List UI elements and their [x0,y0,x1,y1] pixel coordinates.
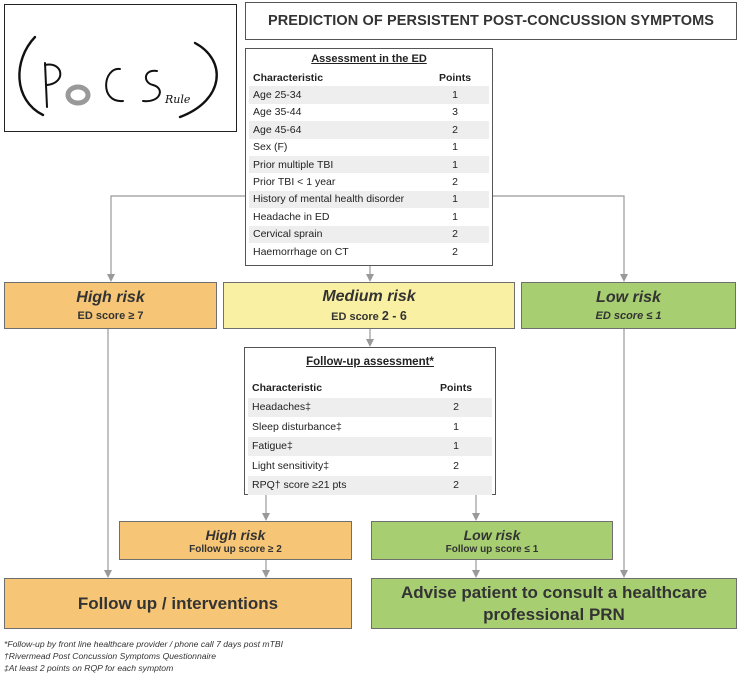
row-characteristic: Age 25-34 [253,89,302,102]
table-row: Headache in ED 1 [249,208,489,225]
ed-high-risk-box: High risk ED score ≥ 7 [4,282,217,329]
fu-col-characteristic: Characteristic [252,381,323,394]
row-characteristic: Headaches‡ [252,401,311,414]
row-points: 1 [452,89,458,102]
ed-col-points: Points [438,71,472,84]
table-row: Prior multiple TBI 1 [249,155,489,174]
followup-assessment-heading: Follow-up assessment* [306,356,434,368]
row-characteristic: Cervical sprain [253,228,323,241]
outcome-advise-line1: Advise patient to consult a healthcare [400,583,708,603]
ed-low-risk-score: ED score ≤ 1 [595,310,662,322]
row-characteristic: Sex (F) [253,141,288,154]
table-row: Prior TBI < 1 year 2 [249,173,489,190]
pocs-logo-graphic: Rule [18,35,218,119]
outcome-advise-line2: professional PRN [483,604,625,624]
row-points: 2 [453,459,459,472]
row-characteristic: RPQ† score ≥21 pts [252,479,347,492]
followup-low-risk-box: Low risk Follow up score ≤ 1 [371,521,613,560]
row-characteristic: Sleep disturbance‡ [252,420,342,433]
row-characteristic: Light sensitivity‡ [252,459,330,472]
row-characteristic: Haemorrhage on CT [253,245,349,258]
row-characteristic: Fatigue‡ [252,440,293,453]
arrow-ed-to-low [493,195,628,282]
row-characteristic: Prior multiple TBI [253,158,334,171]
table-row: Cervical sprain 2 [249,225,489,243]
table-row: Fatigue‡ 1 [248,436,492,456]
table-row: Age 35-44 3 [249,104,489,121]
row-points: 2 [452,228,458,241]
table-row: Sex (F) 1 [249,139,489,156]
ed-low-risk-box: Low risk ED score ≤ 1 [521,282,736,329]
ed-medium-risk-score: ED score 2 - 6 [331,309,407,323]
fu-table-header-row: Characteristic Points [248,378,492,398]
ed-col-characteristic: Characteristic [253,71,324,84]
followup-high-risk-box: High risk Follow up score ≥ 2 [119,521,352,560]
row-points: 3 [452,106,458,119]
row-points: 2 [452,123,458,136]
followup-low-risk-score: Follow up score ≤ 1 [445,543,539,555]
ed-low-risk-label: Low risk [596,289,661,306]
ed-medium-risk-box: Medium risk ED score 2 - 6 [223,282,515,329]
table-row: Age 25-34 1 [249,86,489,104]
row-points: 1 [453,420,459,433]
row-points: 2 [452,176,458,189]
followup-low-risk-label: Low risk [463,526,521,543]
ed-high-risk-score: ED score ≥ 7 [77,310,144,322]
footnote-symptom: ‡At least 2 points on RQP for each sympt… [4,663,174,673]
table-row: Headaches‡ 2 [248,397,492,417]
row-points: 2 [452,245,458,258]
footnote-rpq: †Rivermead Post Concussion Symptoms Ques… [4,651,217,661]
ed-assessment-table: Assessment in the ED Characteristic Poin… [245,48,493,266]
arrow-ed-to-high [107,195,245,282]
ed-high-risk-label: High risk [76,289,145,306]
row-points: 1 [452,141,458,154]
outcome-followup-box: Follow up / interventions [4,578,352,629]
ed-table-header-row: Characteristic Points [249,69,489,86]
table-row: Light sensitivity‡ 2 [248,456,492,476]
ed-medium-risk-label: Medium risk [322,288,416,305]
outcome-advise-box: Advise patient to consult a healthcare p… [371,578,737,629]
table-row: Haemorrhage on CT 2 [249,243,489,260]
row-characteristic: Prior TBI < 1 year [253,176,336,189]
ed-medium-score-prefix: ED score [331,311,379,323]
row-points: 1 [452,210,458,223]
ed-assessment-heading: Assessment in the ED [311,53,427,65]
followup-assessment-table: Follow-up assessment* Characteristic Poi… [244,347,496,495]
footnote-followup: *Follow-up by front line healthcare prov… [4,639,283,649]
row-characteristic: Age 35-44 [253,106,302,119]
row-points: 1 [452,158,458,171]
row-characteristic: Age 45-64 [253,123,302,136]
row-points: 2 [453,401,459,414]
logo-suffix-text: Rule [164,93,191,106]
ed-medium-score-value: 2 - 6 [381,309,407,323]
table-row: Age 45-64 2 [249,121,489,139]
pocs-rule-logo: Rule [4,4,237,132]
fu-col-points: Points [439,381,473,394]
footnotes: *Follow-up by front line healthcare prov… [4,638,704,674]
table-row: History of mental health disorder 1 [249,190,489,209]
followup-high-risk-label: High risk [205,526,266,543]
row-points: 2 [453,479,459,492]
page-title: PREDICTION OF PERSISTENT POST-CONCUSSION… [245,2,737,40]
followup-high-risk-score: Follow up score ≥ 2 [189,543,282,555]
row-points: 1 [453,440,459,453]
outcome-followup-text: Follow up / interventions [77,593,279,613]
row-characteristic: Headache in ED [253,210,330,223]
table-row: Sleep disturbance‡ 1 [248,417,492,437]
row-characteristic: History of mental health disorder [253,193,405,206]
table-row: RPQ† score ≥21 pts 2 [248,475,492,495]
row-points: 1 [452,193,458,206]
